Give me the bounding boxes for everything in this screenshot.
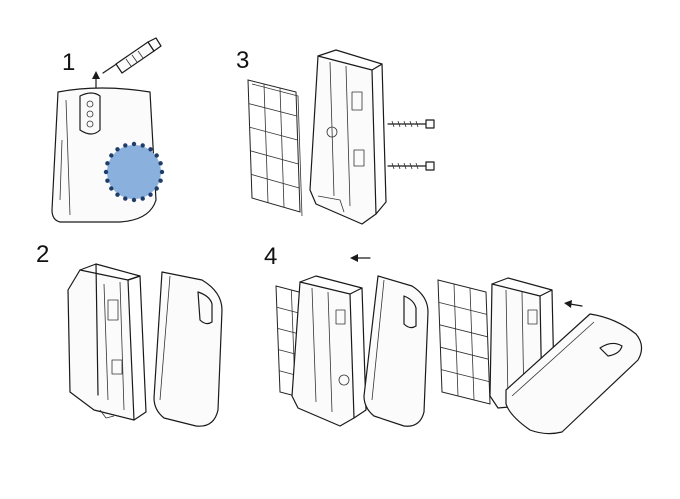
step-2: 2 — [36, 241, 222, 426]
highlight-dot — [105, 179, 109, 183]
step-4: 4 — [264, 243, 642, 434]
highlight-dot — [158, 179, 162, 183]
highlight-dot — [105, 161, 109, 165]
arrow-up-icon — [92, 71, 100, 90]
highlight-dot — [115, 193, 119, 197]
screwdriver-icon — [103, 38, 161, 73]
highlight-dot — [109, 153, 113, 157]
highlight-dot — [115, 147, 119, 151]
step-number-3: 3 — [236, 47, 249, 74]
highlight-dot — [123, 196, 127, 200]
step-number-4: 4 — [264, 243, 277, 270]
arrow-left-icon-2 — [564, 300, 582, 308]
step-3: 3 — [236, 47, 434, 224]
highlight-dot — [104, 170, 108, 174]
highlight-dot — [123, 143, 127, 147]
mounting-grid-plate — [248, 80, 302, 216]
step-number-2: 2 — [36, 241, 49, 268]
front-cover-side — [154, 272, 222, 426]
highlight-dot — [160, 170, 164, 174]
arrow-left-icon — [350, 254, 370, 262]
back-box-mounted — [310, 50, 386, 224]
highlight-dot — [158, 161, 162, 165]
highlight-dot — [141, 143, 145, 147]
assembly-left — [276, 276, 366, 426]
screw-icon-2 — [388, 162, 434, 170]
highlight-dot — [148, 193, 152, 197]
front-cover-middle — [364, 276, 428, 426]
step-1: 1 — [52, 38, 164, 222]
highlight-dot — [155, 186, 159, 190]
screw-icon — [388, 120, 434, 128]
step-number-1: 1 — [62, 49, 75, 76]
highlight-dot — [132, 198, 136, 202]
highlight-dot — [109, 186, 113, 190]
highlight-dot — [132, 142, 136, 146]
highlight-dot — [148, 147, 152, 151]
back-box-open — [68, 264, 146, 420]
highlight-dot — [155, 153, 159, 157]
highlight-dot — [141, 196, 145, 200]
